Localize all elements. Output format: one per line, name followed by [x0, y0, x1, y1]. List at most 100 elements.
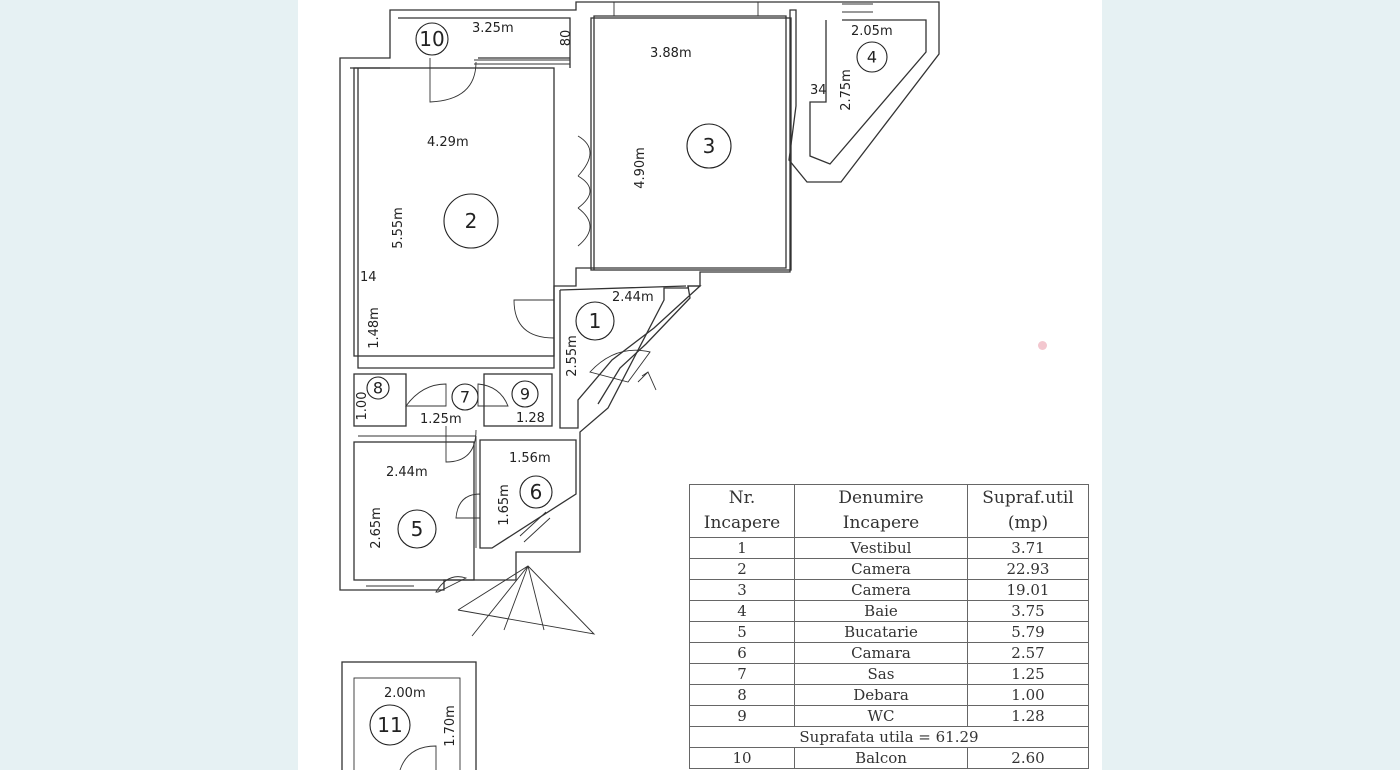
- room-6-window: [519, 511, 551, 543]
- cell-area: 1.28: [967, 705, 1089, 727]
- room-2-walls: [353, 67, 555, 357]
- cell-area: 2.60: [967, 747, 1089, 769]
- room-label-6: 6: [519, 475, 553, 509]
- cell-name: Sas: [794, 663, 968, 685]
- entry-arrow: [637, 371, 657, 391]
- cell-nr: 9: [689, 705, 795, 727]
- header-nr: Nr.Incapere: [689, 484, 795, 538]
- cell-nr: 7: [689, 663, 795, 685]
- svg-text:10: 10: [419, 27, 444, 51]
- dim-r6-width: 1.56m: [509, 451, 551, 466]
- svg-text:8: 8: [373, 379, 383, 398]
- dim-r1-height: 2.55m: [565, 335, 580, 377]
- header-suprafata: Supraf.util(mp): [967, 484, 1089, 538]
- cell-area: 22.93: [967, 558, 1089, 580]
- room-label-4: 4: [856, 41, 888, 73]
- cell-nr: 3: [689, 579, 795, 601]
- double-door-arcs: [577, 135, 591, 247]
- cell-name: Camara: [794, 642, 968, 664]
- room-9-walls: [483, 373, 553, 427]
- dim-r5-width: 2.44m: [386, 465, 428, 480]
- dim-r4-width: 2.05m: [851, 24, 893, 39]
- room-7-walls: [358, 435, 477, 548]
- total-area: Suprafata utila = 61.29: [689, 726, 1089, 748]
- dim-r2-height: 5.55m: [391, 207, 406, 249]
- dim-r1-width: 2.44m: [612, 290, 654, 305]
- room-8-walls: [353, 373, 407, 427]
- svg-text:2: 2: [465, 209, 478, 233]
- floor-plan-sheet: 10 2 3 4 1 8 7 9 6 5 11 3.25m 80 3.88m 2…: [298, 0, 1102, 770]
- room-label-9: 9: [511, 380, 539, 408]
- cell-name: Vestibul: [794, 537, 968, 559]
- cell-area: 5.79: [967, 621, 1089, 643]
- dim-r2-lower: 1.48m: [367, 307, 382, 349]
- entry-door: [589, 349, 651, 383]
- floor-plan-drawing: 10 2 3 4 1 8 7 9 6 5 11 3.25m 80 3.88m 2…: [339, 1, 940, 770]
- room-label-10: 10: [415, 22, 449, 56]
- cell-nr: 2: [689, 558, 795, 580]
- room-label-11: 11: [369, 704, 411, 746]
- cell-name: Balcon: [794, 747, 968, 769]
- cell-area: 2.57: [967, 642, 1089, 664]
- room-4-walls: [809, 19, 927, 165]
- dim-r8-size: 1.00: [355, 392, 370, 421]
- dim-r10-width: 3.25m: [472, 21, 514, 36]
- svg-text:3: 3: [703, 134, 716, 158]
- table-total-row: Suprafata utila = 61.29: [689, 726, 1089, 748]
- room-5-door: [445, 426, 477, 463]
- cell-area: 3.71: [967, 537, 1089, 559]
- cell-nr: 10: [689, 747, 795, 769]
- dim-r2-small: 14: [360, 270, 377, 285]
- room-label-1: 1: [575, 301, 615, 341]
- svg-text:4: 4: [867, 48, 877, 67]
- red-speck: [1038, 341, 1047, 350]
- dim-r5-height: 2.65m: [369, 507, 384, 549]
- balcony-lines: [435, 565, 596, 637]
- svg-text:5: 5: [411, 517, 424, 541]
- room-11-inner: [353, 677, 461, 770]
- room-6-walls: [479, 439, 577, 549]
- cell-area: 3.75: [967, 600, 1089, 622]
- svg-text:9: 9: [520, 385, 530, 404]
- room-label-8: 8: [366, 376, 390, 400]
- room-label-5: 5: [397, 509, 437, 549]
- cell-area: 19.01: [967, 579, 1089, 601]
- cell-nr: 6: [689, 642, 795, 664]
- dim-r4-height: 2.75m: [839, 69, 854, 111]
- cell-nr: 8: [689, 684, 795, 706]
- room-5-window: [366, 579, 414, 587]
- room-11-door: [399, 745, 437, 770]
- room-6-door: [455, 493, 481, 519]
- cell-nr: 4: [689, 600, 795, 622]
- dim-r10-small: 80: [559, 30, 574, 47]
- dim-r3-height: 4.90m: [633, 147, 648, 189]
- room-1-door: [513, 299, 555, 339]
- room-7-doors: [405, 383, 509, 407]
- cell-name: Baie: [794, 600, 968, 622]
- cell-name: WC: [794, 705, 968, 727]
- room-1-walls: [559, 285, 702, 429]
- outer-wall: [339, 1, 940, 591]
- room-10-door: [429, 58, 477, 103]
- dim-r9-size: 1.28: [516, 411, 545, 426]
- inner-wall: [350, 15, 787, 369]
- room-11-outer: [341, 661, 477, 770]
- window-marks: [474, 2, 873, 65]
- dim-r11-width: 2.00m: [384, 686, 426, 701]
- dim-r6-height: 1.65m: [497, 484, 512, 526]
- cell-name: Camera: [794, 558, 968, 580]
- dim-r3-width: 3.88m: [650, 46, 692, 61]
